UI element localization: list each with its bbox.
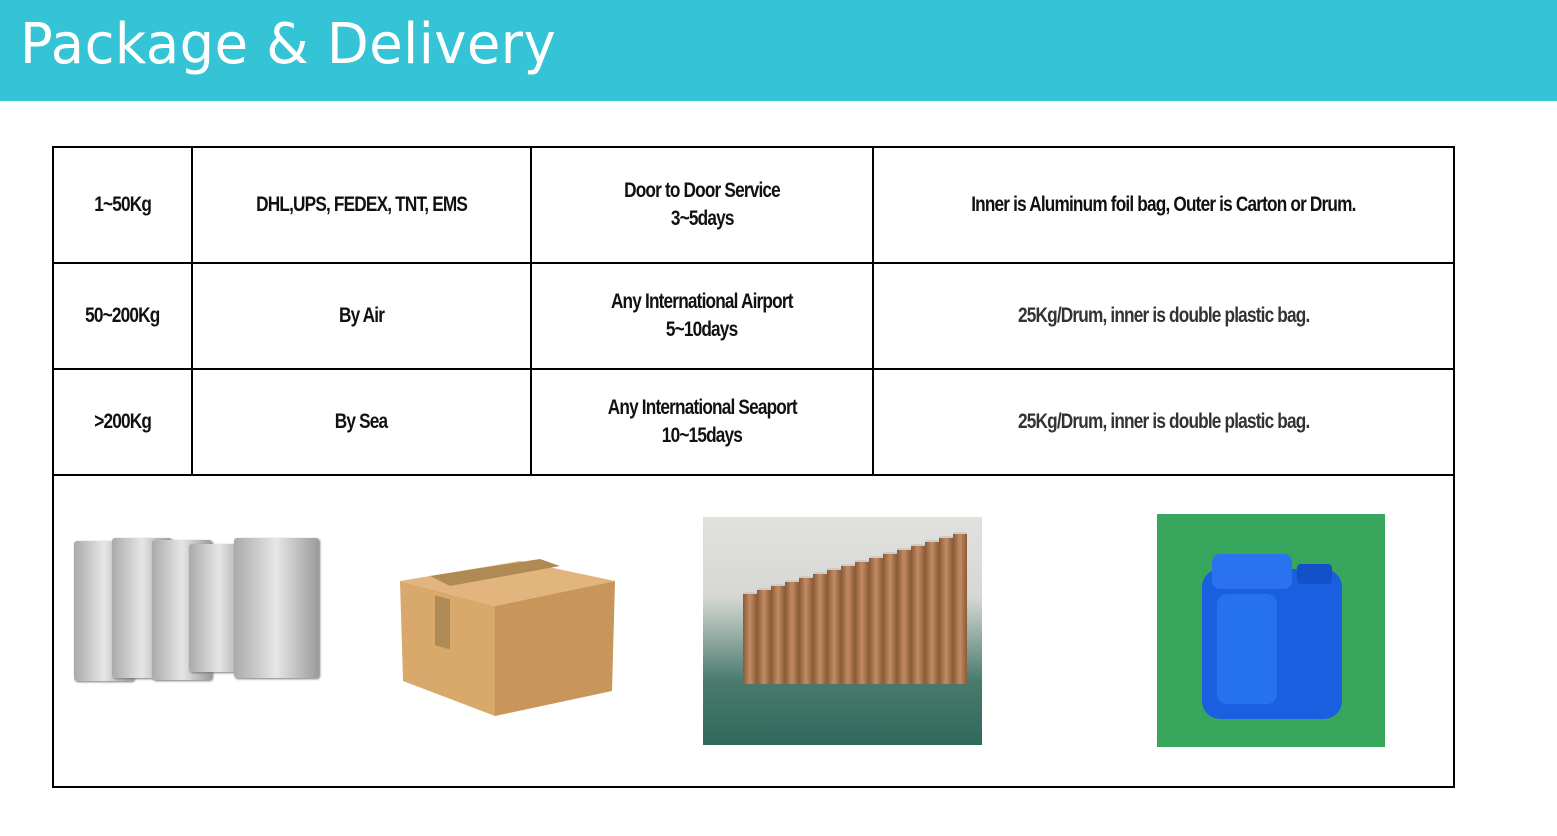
drum: [939, 536, 953, 684]
drum: [897, 548, 911, 684]
drum: [785, 580, 799, 684]
package-images: (function(){var w=document.currentScript…: [52, 474, 1455, 788]
weight-cell: 50~200Kg: [52, 262, 193, 370]
drum: [883, 552, 897, 684]
cell-text: By Sea: [335, 410, 388, 433]
drum: [771, 584, 785, 684]
carrier-cell: By Sea: [191, 368, 532, 476]
image-row: (function(){var w=document.currentScript…: [52, 474, 1455, 788]
foil-bags-image: [74, 536, 319, 681]
cell-text: Inner is Aluminum foil bag, Outer is Car…: [971, 193, 1356, 216]
packaging-cell: 25Kg/Drum, inner is double plastic bag.: [872, 262, 1455, 370]
table-row: 50~200Kg By Air Any International Airpor…: [52, 262, 1455, 370]
drum: [953, 532, 967, 684]
weight-cell: 1~50Kg: [52, 146, 193, 264]
table-row: >200Kg By Sea Any International Seaport 1…: [52, 368, 1455, 476]
service-cell: Any International Seaport 10~15days: [530, 368, 874, 476]
cell-text: DHL,UPS, FEDEX, TNT, EMS: [256, 193, 468, 216]
delivery-table: 1~50Kg DHL,UPS, FEDEX, TNT, EMS Door to …: [52, 146, 1455, 788]
service-cell: Any International Airport 5~10days: [530, 262, 874, 370]
table-row: 1~50Kg DHL,UPS, FEDEX, TNT, EMS Door to …: [52, 146, 1455, 264]
carrier-cell: By Air: [191, 262, 532, 370]
drum: [799, 576, 813, 684]
cell-text: Any International Airport: [611, 290, 794, 313]
cell-text: >200Kg: [94, 410, 152, 433]
cell-text: 5~10days: [666, 318, 738, 341]
drum-warehouse-image: (function(){var w=document.currentScript…: [703, 517, 982, 745]
packaging-cell: Inner is Aluminum foil bag, Outer is Car…: [872, 146, 1455, 264]
cell-text: 25Kg/Drum, inner is double plastic bag.: [1017, 304, 1310, 327]
carton-box-image: [400, 559, 615, 716]
cell-text: 10~15days: [661, 424, 743, 447]
drum: [743, 592, 757, 684]
page-header: Package & Delivery: [0, 0, 1557, 101]
drum: [855, 560, 869, 684]
page-title: Package & Delivery: [20, 12, 557, 77]
cell-text: Door to Door Service: [624, 179, 781, 202]
drum: [841, 564, 855, 684]
drum: [813, 572, 827, 684]
cell-text: 3~5days: [670, 207, 735, 230]
cell-text: Any International Seaport: [607, 396, 797, 419]
cell-text: 25Kg/Drum, inner is double plastic bag.: [1017, 410, 1310, 433]
plastic-drum-image: [1157, 514, 1385, 747]
drum: [757, 588, 771, 684]
service-cell: Door to Door Service 3~5days: [530, 146, 874, 264]
drum: [911, 544, 925, 684]
cell-text: 1~50Kg: [94, 193, 152, 216]
weight-cell: >200Kg: [52, 368, 193, 476]
carrier-cell: DHL,UPS, FEDEX, TNT, EMS: [191, 146, 532, 264]
drum: [925, 540, 939, 684]
cell-text: By Air: [338, 304, 385, 327]
drum: [827, 568, 841, 684]
drum: [869, 556, 883, 684]
packaging-cell: 25Kg/Drum, inner is double plastic bag.: [872, 368, 1455, 476]
cell-text: 50~200Kg: [85, 304, 160, 327]
